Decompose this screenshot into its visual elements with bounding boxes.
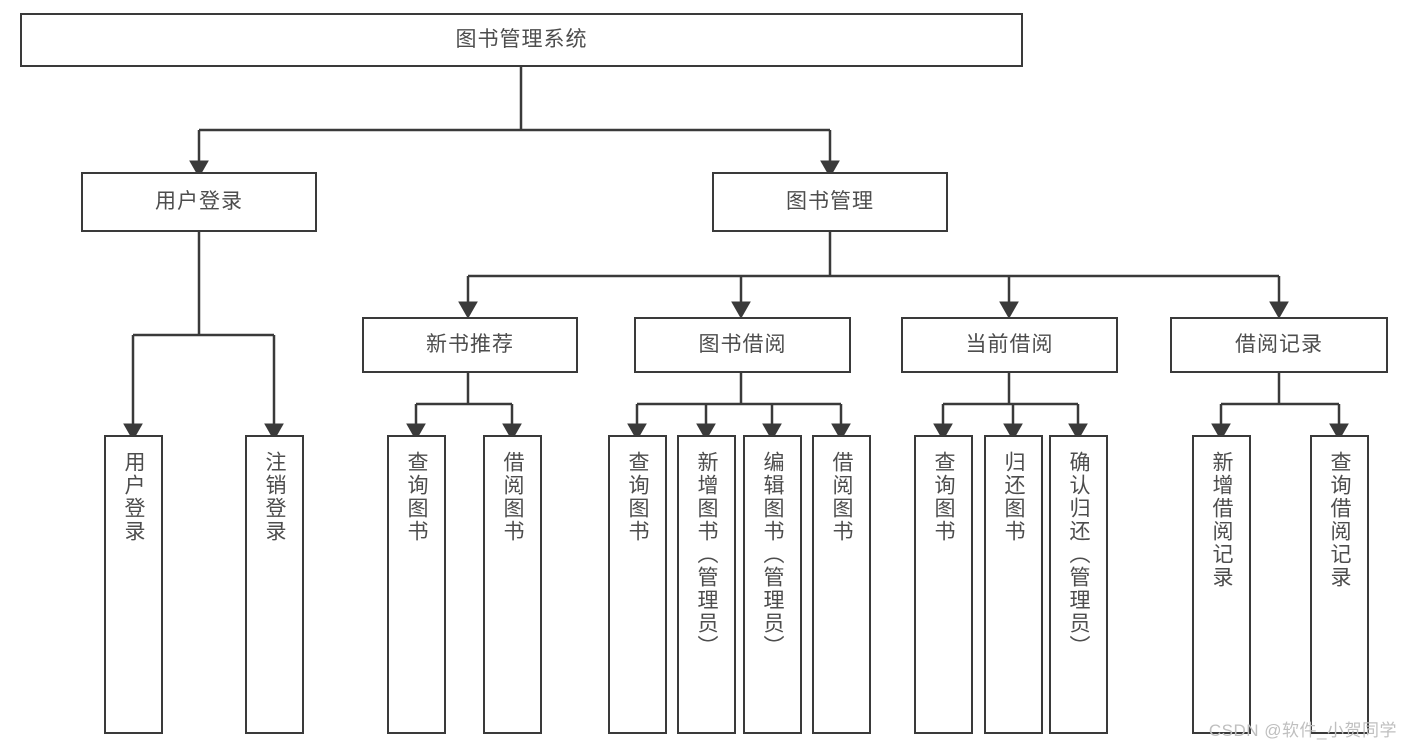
node-label: 借阅图书 bbox=[830, 451, 854, 543]
node-label: 编辑图书（管理员） bbox=[761, 451, 785, 658]
node-label: 用户登录 bbox=[155, 190, 243, 214]
node-label: 查询借阅记录 bbox=[1328, 451, 1352, 589]
node-label: 新增图书（管理员） bbox=[695, 451, 719, 658]
node-label: 查询图书 bbox=[932, 451, 956, 543]
node-book-management[interactable]: 图书管理 bbox=[712, 172, 948, 232]
leaf-recommend-query-book[interactable]: 查询图书 bbox=[387, 435, 446, 734]
node-label: 用户登录 bbox=[122, 451, 146, 543]
leaf-current-confirm-return-admin[interactable]: 确认归还（管理员） bbox=[1049, 435, 1108, 734]
leaf-current-query-book[interactable]: 查询图书 bbox=[914, 435, 973, 734]
leaf-current-return-book[interactable]: 归还图书 bbox=[984, 435, 1043, 734]
node-label: 查询图书 bbox=[626, 451, 650, 543]
node-label: 归还图书 bbox=[1002, 451, 1026, 543]
node-label: 图书管理系统 bbox=[455, 28, 588, 52]
node-root-system[interactable]: 图书管理系统 bbox=[20, 13, 1023, 67]
leaf-user-login-signout[interactable]: 注销登录 bbox=[245, 435, 304, 734]
leaf-recommend-borrow-book[interactable]: 借阅图书 bbox=[483, 435, 542, 734]
node-book-borrow[interactable]: 图书借阅 bbox=[634, 317, 851, 373]
leaf-borrow-add-book-admin[interactable]: 新增图书（管理员） bbox=[677, 435, 736, 734]
node-label: 新书推荐 bbox=[426, 333, 514, 357]
node-label: 注销登录 bbox=[263, 451, 287, 543]
leaf-record-query-record[interactable]: 查询借阅记录 bbox=[1310, 435, 1369, 734]
node-label: 确认归还（管理员） bbox=[1067, 451, 1091, 658]
node-label: 当前借阅 bbox=[965, 333, 1054, 357]
leaf-borrow-edit-book-admin[interactable]: 编辑图书（管理员） bbox=[743, 435, 802, 734]
node-current-borrow[interactable]: 当前借阅 bbox=[901, 317, 1118, 373]
node-label: 新增借阅记录 bbox=[1210, 451, 1234, 589]
node-new-book-recommend[interactable]: 新书推荐 bbox=[362, 317, 578, 373]
node-borrow-record[interactable]: 借阅记录 bbox=[1170, 317, 1388, 373]
node-user-login[interactable]: 用户登录 bbox=[81, 172, 317, 232]
leaf-borrow-borrow-book[interactable]: 借阅图书 bbox=[812, 435, 871, 734]
leaf-record-add-record[interactable]: 新增借阅记录 bbox=[1192, 435, 1251, 734]
node-label: 图书管理 bbox=[786, 190, 874, 214]
node-label: 图书借阅 bbox=[698, 333, 787, 357]
leaf-user-login-signin[interactable]: 用户登录 bbox=[104, 435, 163, 734]
leaf-borrow-query-book[interactable]: 查询图书 bbox=[608, 435, 667, 734]
node-label: 查询图书 bbox=[405, 451, 429, 543]
node-label: 借阅图书 bbox=[501, 451, 525, 543]
watermark: CSDN @软件_小贺同学 bbox=[1208, 721, 1397, 740]
node-label: 借阅记录 bbox=[1235, 333, 1323, 357]
